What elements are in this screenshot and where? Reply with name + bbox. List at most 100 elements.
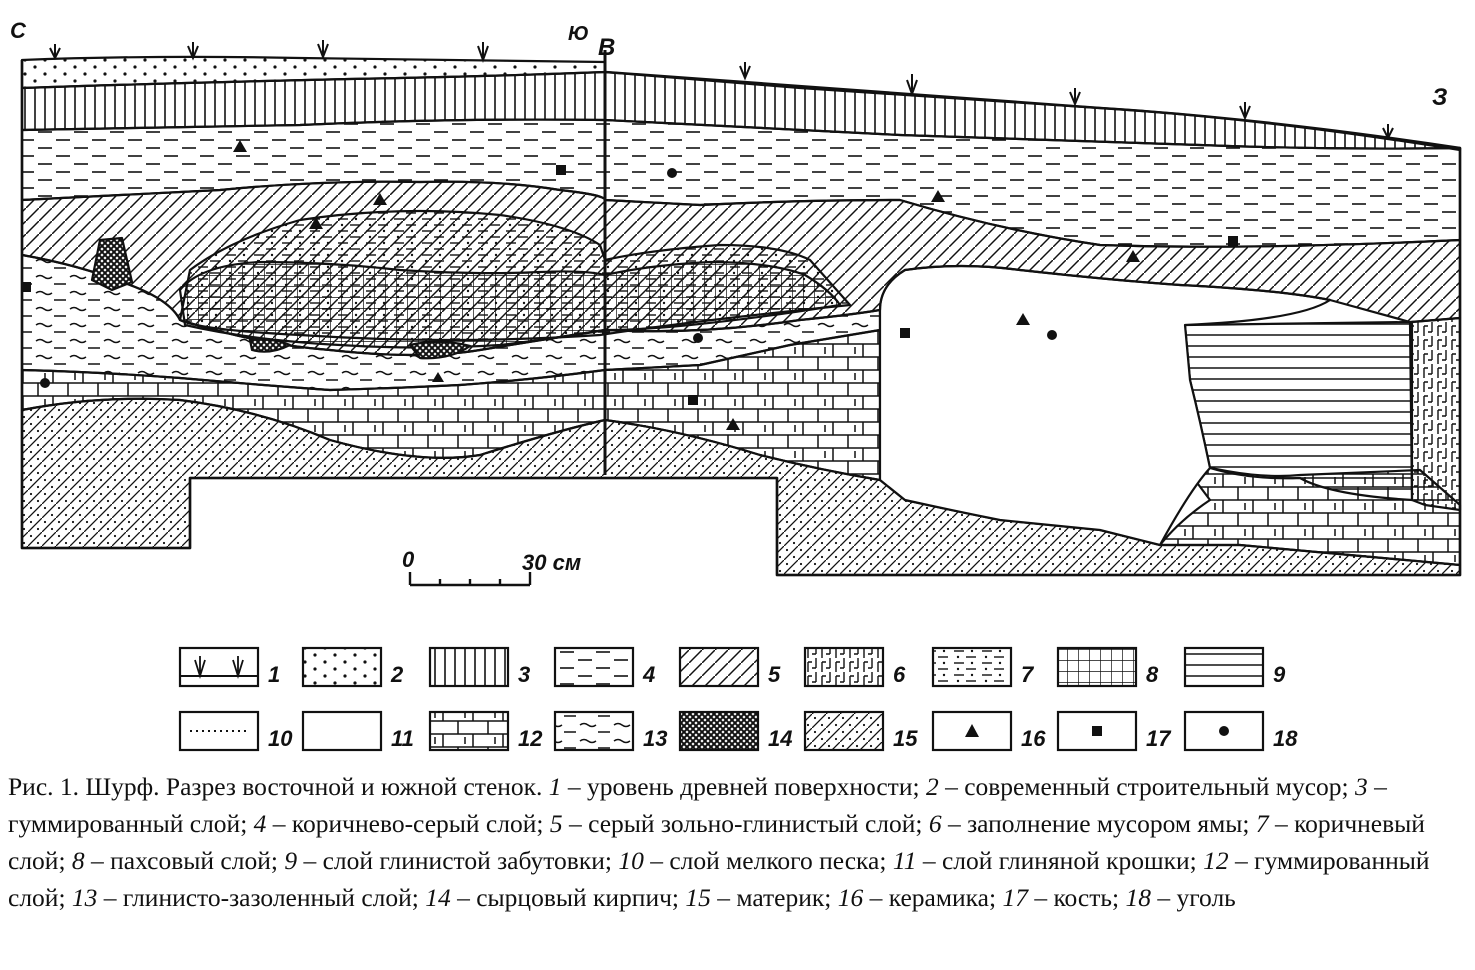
legend-item-16: 16	[931, 710, 1046, 752]
legend-swatch-dashes	[553, 646, 635, 688]
legend-item-11: 11	[301, 710, 414, 752]
ceramics-marker	[233, 140, 247, 152]
legend-item-9: 9	[1183, 646, 1286, 688]
caption-item-number: 5	[549, 809, 563, 838]
caption-item-number: 3	[1354, 772, 1368, 801]
caption-item-text: – коричнево-серый слой;	[266, 809, 550, 838]
legend-item-3: 3	[428, 646, 530, 688]
finds-markers	[21, 140, 1238, 430]
legend-swatch-dots	[301, 646, 383, 688]
caption-item-text: – заполнение мусором ямы;	[941, 809, 1256, 838]
legend-number: 5	[768, 662, 781, 687]
ceramics-marker	[726, 418, 740, 430]
legend-number: 15	[893, 726, 918, 751]
caption-item-text: – коричневый слой;	[8, 809, 1425, 875]
legend-item-13: 13	[553, 710, 667, 752]
ceramics-marker	[1016, 313, 1030, 325]
legend-number: 13	[643, 726, 667, 751]
legend-number: 11	[391, 726, 414, 751]
orientation-south: Ю	[568, 23, 589, 45]
legend-swatch-vertical-lines	[428, 646, 510, 688]
scale-bar-end: 30 см	[522, 550, 581, 575]
legend-swatch-blank	[301, 710, 383, 752]
legend-number: 12	[518, 726, 543, 751]
ancient-surface-marks	[49, 40, 1394, 141]
legend-swatch-diagonal-hatch	[678, 646, 760, 688]
caption-item-number: 16	[837, 883, 864, 912]
bone-marker	[556, 165, 566, 175]
caption-item-number: 10	[618, 846, 644, 875]
legend-swatch-grid	[1056, 646, 1138, 688]
legend-swatch-dash-dot	[931, 646, 1013, 688]
charcoal-marker	[693, 333, 703, 343]
caption-item-text: – слой глинистой забутовки;	[297, 846, 619, 875]
caption-item-text: – сырцовый кирпич;	[450, 883, 686, 912]
legend-number: 1	[268, 662, 280, 687]
caption-item-number: 15	[685, 883, 711, 912]
legend-item-5: 5	[678, 646, 781, 688]
legend-number: 8	[1146, 662, 1159, 687]
caption-item-number: 2	[925, 772, 939, 801]
caption-intro: Рис. 1. Шурф. Разрез восточной и южной с…	[8, 772, 549, 801]
legend-item-12: 12	[428, 710, 543, 752]
ceramics-marker	[931, 190, 945, 202]
legend-swatch-surface-grass	[178, 646, 260, 688]
bone-marker	[688, 395, 698, 405]
orientation-east: В	[598, 34, 615, 61]
bone-marker	[900, 328, 910, 338]
caption-item-number: 11	[892, 846, 917, 875]
caption-item-number: 6	[928, 809, 942, 838]
layer-mud-brick-lens-b	[248, 338, 292, 353]
legend-number: 2	[390, 662, 404, 687]
caption-item-number: 4	[253, 809, 267, 838]
caption-item-text: – серый зольно-глинистый слой;	[562, 809, 929, 838]
legend-item-4: 4	[553, 646, 655, 688]
legend-number: 18	[1273, 726, 1298, 751]
caption-item-text: – уголь	[1150, 883, 1236, 912]
legend-number: 14	[768, 726, 792, 751]
legend-item-2: 2	[301, 646, 404, 688]
figure-caption: Рис. 1. Шурф. Разрез восточной и южной с…	[8, 768, 1468, 916]
caption-item-number: 13	[71, 883, 98, 912]
ceramics-marker	[309, 217, 323, 229]
legend-swatch-dense-cross	[678, 710, 760, 752]
legend-swatch-wave-dashes	[553, 710, 635, 752]
scale-bar-zero: 0	[402, 547, 415, 572]
caption-item-number: 1	[548, 772, 562, 801]
caption-item-text: – уровень древней поверхности;	[561, 772, 926, 801]
legend-number: 6	[893, 662, 906, 687]
legend-number: 3	[518, 662, 530, 687]
charcoal-marker	[667, 168, 677, 178]
caption-item-text: – слой глиняной крошки;	[916, 846, 1204, 875]
legend-number: 9	[1273, 662, 1286, 687]
legend-number: 17	[1146, 726, 1172, 751]
section-drawing	[20, 50, 1462, 577]
legend-swatch-dot-hatch	[803, 710, 885, 752]
caption-item-text: – глинисто-зазоленный слой;	[97, 883, 426, 912]
stratigraphic-section-figure: С Ю В З 0 30 см 123456789101112131415161…	[10, 18, 1462, 752]
caption-item-text: – современный строительный мусор;	[938, 772, 1355, 801]
legend-swatch-wavy-vertical	[803, 646, 885, 688]
charcoal-marker	[1047, 330, 1057, 340]
caption-item-text: – кость;	[1027, 883, 1126, 912]
caption-item-number: 14	[425, 883, 451, 912]
caption-item-number: 7	[1255, 809, 1269, 838]
legend-item-15: 15	[803, 710, 918, 752]
caption-item-text: – гуммированный слой;	[8, 846, 1430, 912]
layer-pit-fill	[1410, 316, 1462, 512]
legend-item-8: 8	[1056, 646, 1159, 688]
charcoal-marker	[40, 378, 50, 388]
caption-item-number: 18	[1125, 883, 1151, 912]
bone-marker	[1228, 236, 1238, 246]
caption-item-text: – материк;	[710, 883, 838, 912]
orientation-north: С	[10, 18, 27, 43]
ceramics-marker	[1126, 250, 1140, 262]
caption-item-number: 8	[71, 846, 85, 875]
caption-item-text: – гуммированный слой;	[8, 772, 1387, 838]
caption-item-text: – слой мелкого песка;	[643, 846, 893, 875]
section-frame	[20, 60, 1462, 577]
caption-item-text: – керамика;	[863, 883, 1003, 912]
legend-number: 10	[268, 726, 293, 751]
legend-number: 7	[1021, 662, 1035, 687]
